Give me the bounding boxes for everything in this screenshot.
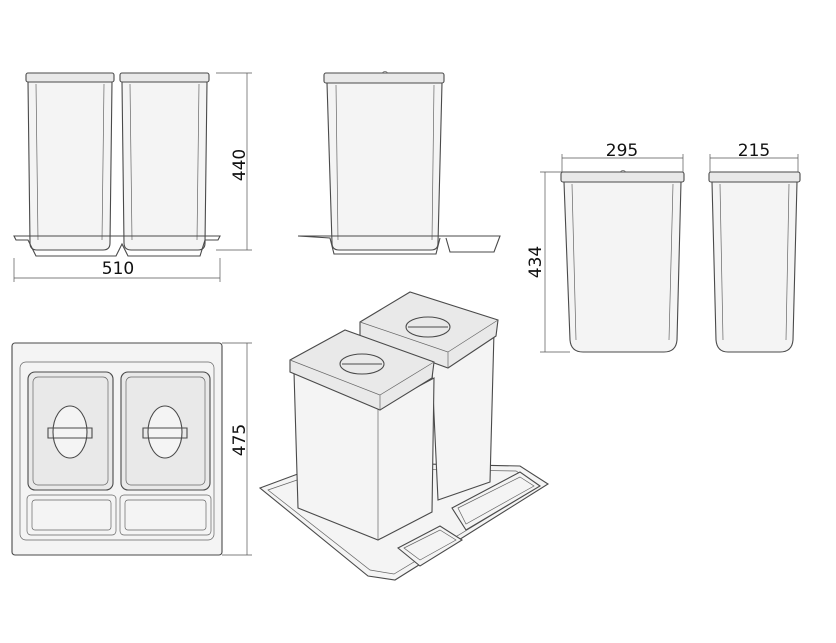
dimension-height-440: 440 [230, 149, 250, 181]
front-view: 440 510 [13, 72, 252, 282]
isometric-view [258, 291, 550, 581]
dimension-width-215: 215 [738, 141, 770, 161]
bin-side-view: 215 [708, 141, 801, 353]
bin-front-view: 295 434 [526, 141, 685, 353]
dimension-height-434: 434 [526, 246, 546, 278]
top-view: 475 [11, 342, 252, 556]
dimension-depth-475: 475 [230, 424, 250, 456]
side-view [297, 71, 501, 255]
dimension-width-510: 510 [102, 259, 134, 279]
dimension-width-295: 295 [606, 141, 638, 161]
